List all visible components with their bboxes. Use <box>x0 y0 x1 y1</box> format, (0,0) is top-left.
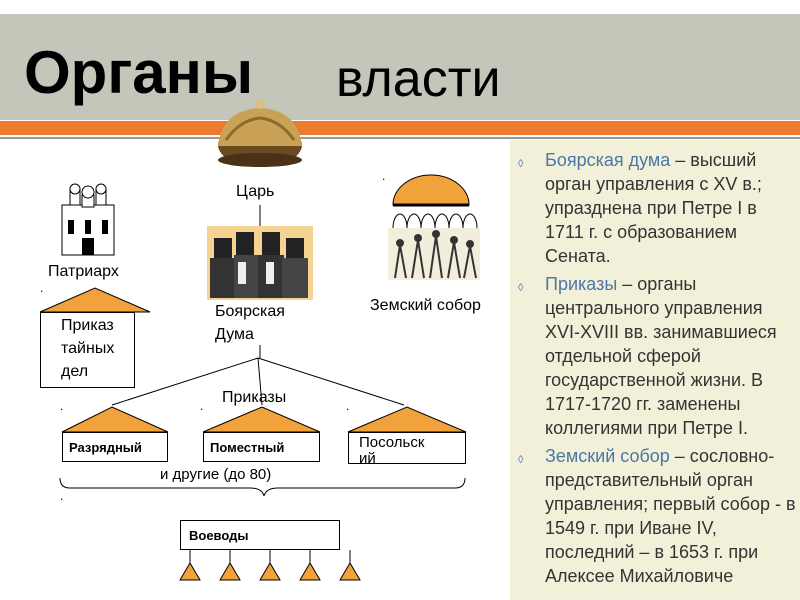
voevoda-roof <box>339 562 361 581</box>
dot-marker: . <box>382 169 386 183</box>
boyar-duma-label-2: Дума <box>215 326 254 343</box>
dot-marker: . <box>60 489 64 503</box>
posolsky-roof <box>347 406 467 433</box>
link-pomestny <box>257 357 263 406</box>
cathedral-icon <box>61 183 115 256</box>
page-title-bold: Органы <box>24 39 254 106</box>
link-razryadny <box>111 357 259 406</box>
assembly-illustration <box>388 174 480 280</box>
dot-marker: . <box>60 399 64 413</box>
voevoda-roof <box>259 562 281 581</box>
posolsky-box: Посольск ий <box>348 432 466 467</box>
razryadny-label: Разрядный <box>69 440 142 455</box>
voevoda-roof <box>219 562 241 581</box>
pomestny-roof <box>202 406 321 433</box>
link-posolsky <box>257 357 405 406</box>
voevoda-roof <box>299 562 321 581</box>
prikazy-label: Приказы <box>222 389 287 406</box>
diagram-canvas <box>39 99 480 581</box>
title-band <box>0 14 800 120</box>
pomestny-box: Поместный <box>203 432 320 462</box>
page-title-light: власти <box>336 50 501 108</box>
note-term: Приказы <box>545 274 618 294</box>
dot-marker: . <box>200 399 204 413</box>
note-text: – сословно-представительный орган управл… <box>545 446 796 586</box>
note-prikazy: ◊ Приказы – органы центрального управлен… <box>518 272 798 440</box>
note-text: – высший орган управления с XV в.; упраз… <box>545 150 762 266</box>
secret-office-line-2: тайных <box>61 340 115 357</box>
razryadny-roof <box>61 406 169 433</box>
zemsky-sobor-label: Земский собор <box>370 297 481 314</box>
bullet-marker-icon: ◊ <box>518 282 524 294</box>
note-text: – органы центрального управления XVI-XVI… <box>545 274 777 438</box>
others-brace <box>59 477 466 497</box>
accent-bar <box>0 121 800 135</box>
secret-office-line-3: дел <box>61 363 89 380</box>
note-zemsky-sobor: ◊ Земский собор – сословно-представитель… <box>518 444 798 588</box>
note-term: Боярская дума <box>545 150 671 170</box>
notes-panel <box>510 140 800 600</box>
voevody-box: Воеводы <box>180 520 340 550</box>
bullet-marker-icon: ◊ <box>518 454 524 466</box>
secret-office-roof <box>39 287 151 313</box>
voevoda-roof <box>179 562 201 581</box>
dot-marker: . <box>40 281 44 295</box>
note-boyar-duma: ◊ Боярская дума – высший орган управлени… <box>518 148 798 268</box>
pomestny-label: Поместный <box>210 440 285 455</box>
posolsky-label-2: ий <box>359 450 376 467</box>
divider-line <box>0 137 800 139</box>
voevody-label: Воеводы <box>189 528 249 543</box>
boyars-illustration <box>207 226 313 300</box>
secret-office-box: Приказ тайных дел <box>40 312 135 388</box>
patriarch-label: Патриарх <box>48 263 119 280</box>
posolsky-label-1: Посольск <box>359 434 425 451</box>
bullet-marker-icon: ◊ <box>518 158 524 170</box>
note-term: Земский собор <box>545 446 670 466</box>
boyar-duma-label-1: Боярская <box>215 303 285 320</box>
tsar-label: Царь <box>236 183 275 200</box>
others-label: и другие (до 80) <box>160 466 272 483</box>
secret-office-line-1: Приказ <box>61 317 114 334</box>
razryadny-box: Разрядный <box>62 432 168 462</box>
crown-icon <box>218 99 302 167</box>
dot-marker: . <box>346 399 350 413</box>
